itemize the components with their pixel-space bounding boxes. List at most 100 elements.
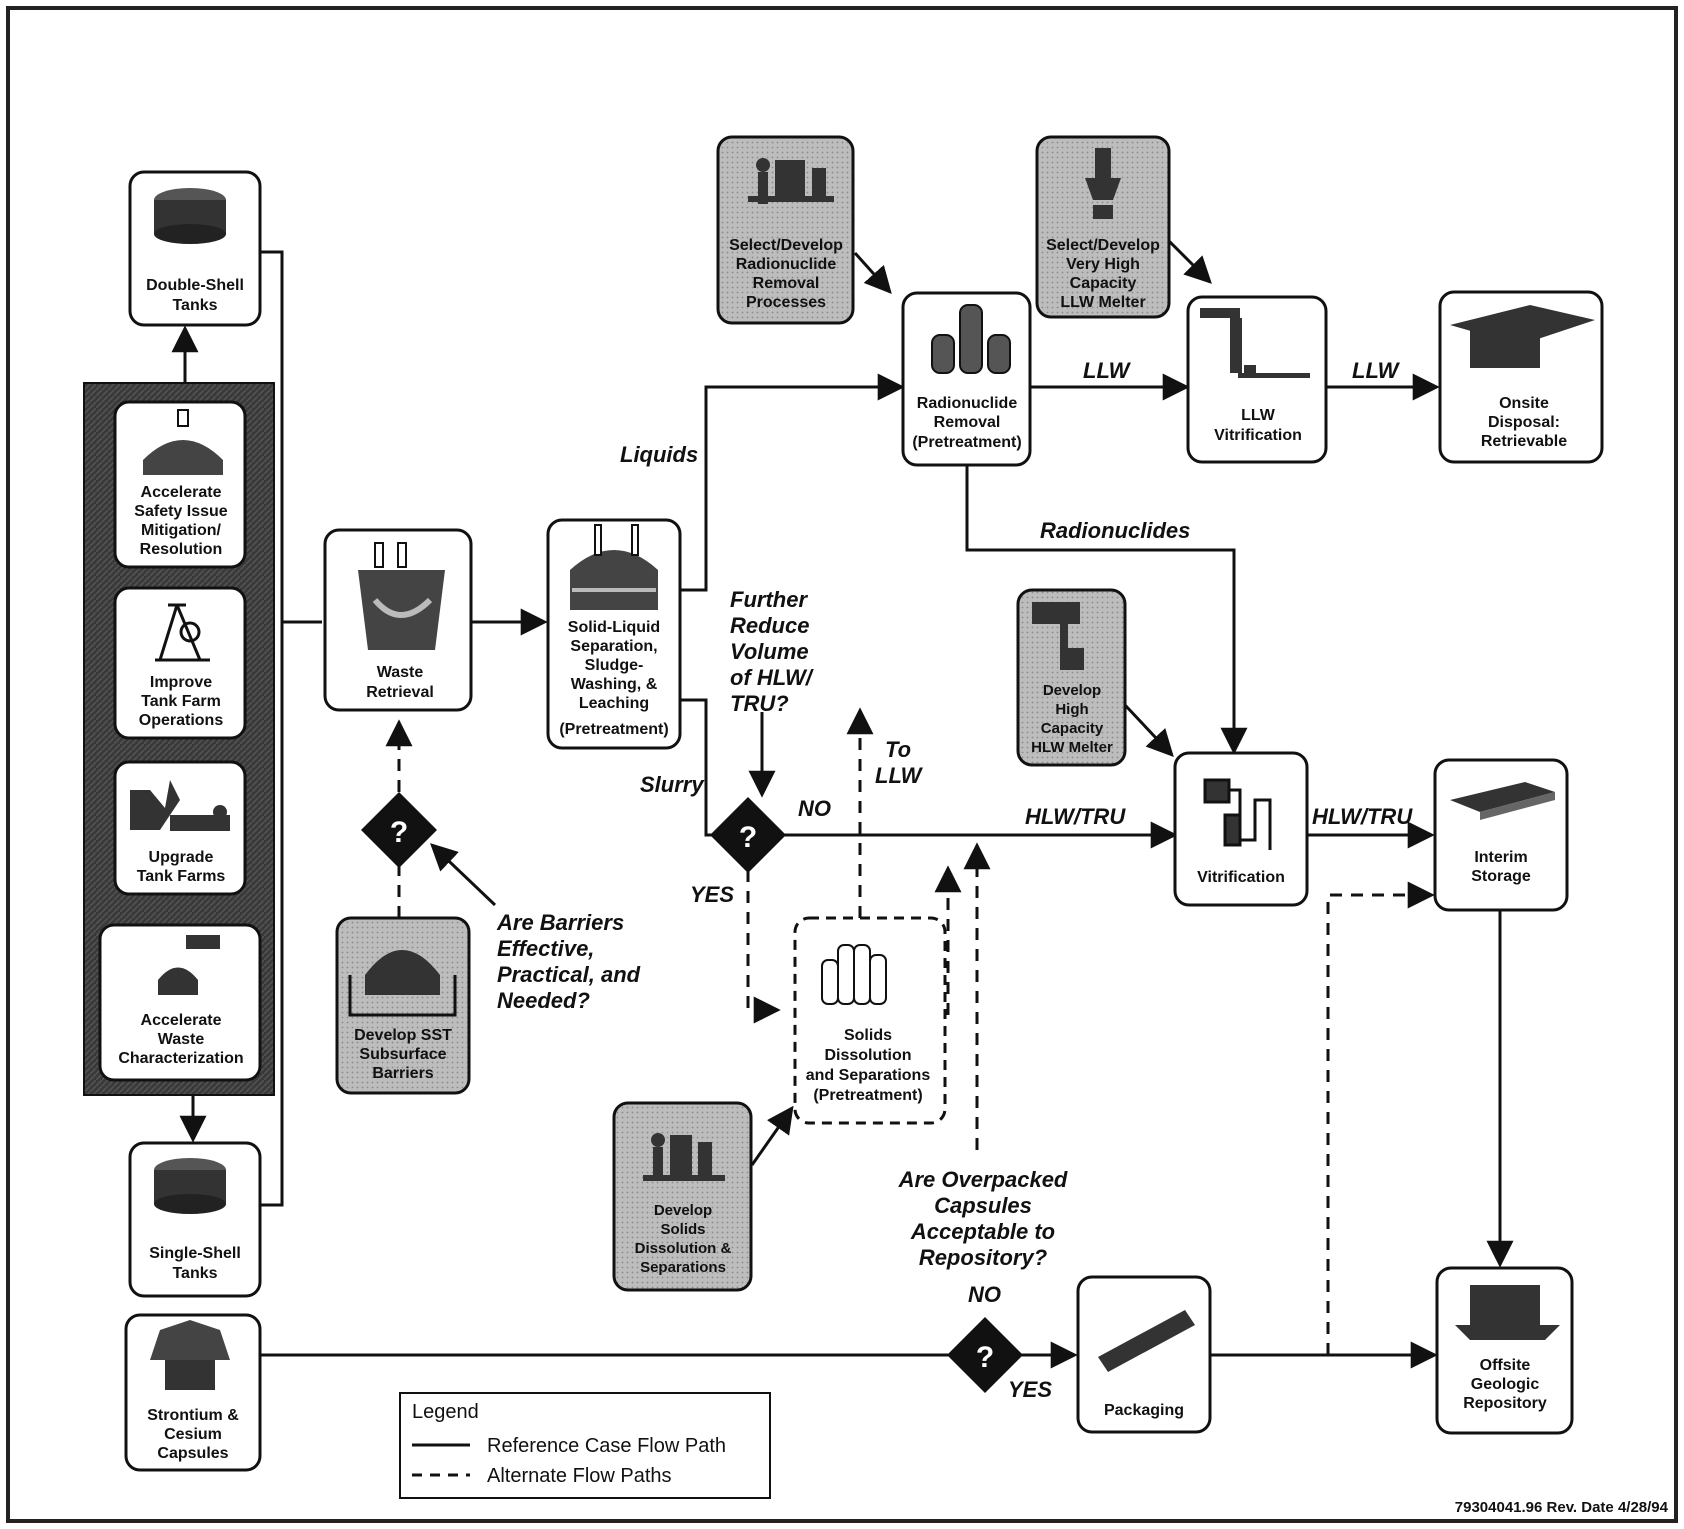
legend-title: Legend (412, 1401, 479, 1423)
label-radionuclides: Radionuclides (1040, 518, 1190, 543)
node-label-line: Removal (934, 414, 1001, 431)
node-label-line: Offsite (1480, 1357, 1531, 1374)
tank-barrier-icon (348, 950, 457, 1017)
tank-truck-icon (158, 935, 220, 995)
node-label-line: and Separations (806, 1067, 931, 1084)
label-hlw-tru: HLW/TRU (1025, 804, 1126, 829)
node-label-line: Safety Issue (134, 503, 227, 520)
node-label-line: Packaging (1104, 1402, 1184, 1419)
question-line: Practical, and (497, 962, 641, 987)
node-label-line: Operations (139, 712, 224, 729)
label-yes: YES (1008, 1377, 1052, 1402)
label-hlw-tru: HLW/TRU (1312, 804, 1413, 829)
node-label-line: Sludge- (585, 657, 644, 674)
question-line: Are Overpacked (898, 1167, 1068, 1192)
tank-icon (143, 409, 223, 475)
node-label-line: LLW (1241, 407, 1276, 424)
node-label-line: Removal (753, 275, 820, 292)
node-label-line: Leaching (579, 695, 649, 712)
node-label-line: Radionuclide (917, 395, 1018, 412)
node-label-line: Upgrade (149, 849, 214, 866)
node-label-line: Develop (1043, 682, 1101, 699)
node-label-line: Dissolution (824, 1047, 911, 1064)
node-label-line: Separation, (570, 638, 657, 655)
node-label-line: Tanks (172, 1265, 217, 1282)
question-mark: ? (739, 821, 757, 854)
question-line: Volume (730, 639, 809, 664)
label-line: LLW (875, 763, 924, 788)
node-label-line: Vitrification (1214, 427, 1302, 444)
node-label-line: Waste (377, 664, 424, 681)
node-label-line: Solid-Liquid (568, 619, 660, 636)
question-line: Reduce (730, 613, 809, 638)
tank-icon (154, 188, 226, 244)
node-label-line: Very High (1066, 256, 1140, 273)
node-label-line: Waste (158, 1031, 205, 1048)
node-label-line: Accelerate (141, 484, 222, 501)
question-line: Are Barriers (496, 910, 624, 935)
node-label-line: Characterization (118, 1050, 243, 1067)
melter-icon (1032, 602, 1084, 670)
decision-capsules: ? (947, 1317, 1023, 1393)
node-label-line: Resolution (140, 541, 223, 558)
node-label-line: Interim (1474, 849, 1527, 866)
vitrification-icon (1203, 778, 1272, 850)
columns-icon (931, 304, 1011, 374)
lab-bench-icon (643, 1133, 725, 1181)
node-label-line: Processes (746, 294, 826, 311)
node-label-line: Disposal: (1488, 414, 1560, 431)
question-line: Effective, (497, 936, 594, 961)
vault-icon (1450, 305, 1595, 368)
node-label-line: Double-Shell (146, 277, 244, 294)
label-line: To (885, 737, 911, 762)
question-line: TRU? (730, 691, 789, 716)
label-no: NO (798, 796, 831, 821)
question-mark: ? (390, 816, 408, 849)
node-label-line: Onsite (1499, 395, 1549, 412)
tank-icon (154, 1158, 226, 1214)
node-label-line: (Pretreatment) (912, 434, 1021, 451)
node-llw-vitrification: LLW Vitrification (1186, 295, 1328, 464)
label-yes: YES (690, 882, 734, 907)
node-label-line: Tank Farms (137, 868, 226, 885)
question-line: of HLW/ (730, 665, 815, 690)
node-label-line: Solids (660, 1221, 705, 1238)
lab-bench-icon (748, 158, 834, 204)
node-label-line: Develop (654, 1202, 712, 1219)
node-label-line: Dissolution & (635, 1240, 732, 1257)
retrieval-icon (358, 542, 445, 650)
decision-volume: ? (710, 797, 786, 873)
node-label-line: Repository (1463, 1395, 1547, 1412)
legend: Legend Reference Case Flow Path Alternat… (399, 1392, 771, 1499)
node-label-line: Storage (1471, 868, 1531, 885)
label-llw: LLW (1352, 358, 1401, 383)
